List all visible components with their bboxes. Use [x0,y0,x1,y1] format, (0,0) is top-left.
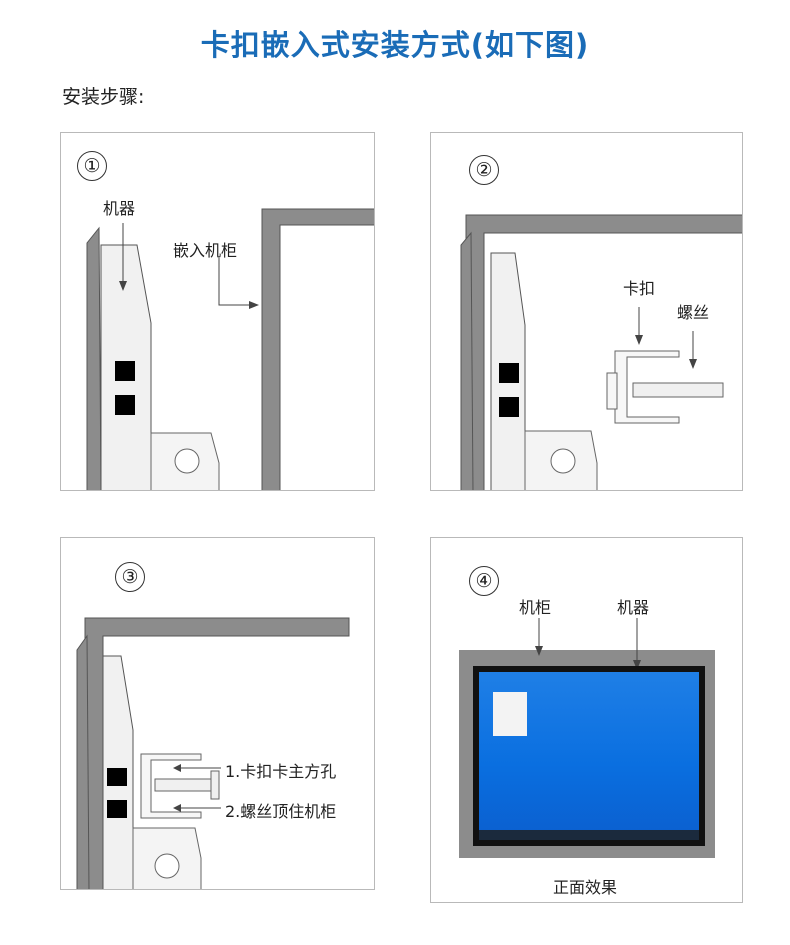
step-1-panel: ① 机器 嵌入机柜 [60,132,375,491]
bracket-hole [154,853,180,879]
screw [154,778,214,792]
square-hole-2 [499,397,519,417]
step-2-panel: ② 卡扣 螺丝 [430,132,743,491]
monitor-screen [473,666,705,846]
clip-label: 卡扣 [623,279,656,298]
screw [632,382,724,398]
cabinet-frame [261,208,374,490]
step-number: ③ [115,562,145,592]
square-hole-1 [115,361,135,381]
step-4-panel: ④ 机柜 机器 正面效果 [430,537,743,903]
step-3-panel: ③ 1.卡扣卡主方孔 2.螺丝顶住机柜 [60,537,375,890]
cabinet-label: 嵌入机柜 [173,241,238,260]
step-2-diagram [460,214,742,490]
clip [140,753,202,819]
clip-step-label: 1.卡扣卡主方孔 [225,762,337,781]
square-hole-2 [115,395,135,415]
step-number: ① [77,151,107,181]
cabinet-label: 机柜 [519,598,552,617]
step-number: ④ [469,566,499,596]
front-effect-caption: 正面效果 [553,878,618,897]
cabinet-frame [84,617,350,889]
taskbar [479,830,699,840]
machine-side [86,226,102,490]
machine-side [460,231,474,490]
bracket-hole [550,448,576,474]
step-number: ② [469,155,499,185]
machine-label: 机器 [617,598,650,617]
machine-side [76,634,90,889]
screw-step-label: 2.螺丝顶住机柜 [225,802,337,821]
square-hole-1 [499,363,519,383]
step-1-diagram [86,208,374,490]
page-title: 卡扣嵌入式安装方式(如下图) [200,28,590,62]
screw-label: 螺丝 [677,303,710,322]
bracket-hole [174,448,200,474]
clip [614,350,680,424]
step-3-diagram [76,617,350,889]
machine-label: 机器 [103,199,136,218]
square-hole-1 [107,768,127,786]
square-hole-2 [107,800,127,818]
install-steps-heading: 安装步骤: [62,86,145,108]
cabinet-frame [465,214,742,490]
start-menu [493,692,527,736]
windows-desktop [479,672,699,840]
